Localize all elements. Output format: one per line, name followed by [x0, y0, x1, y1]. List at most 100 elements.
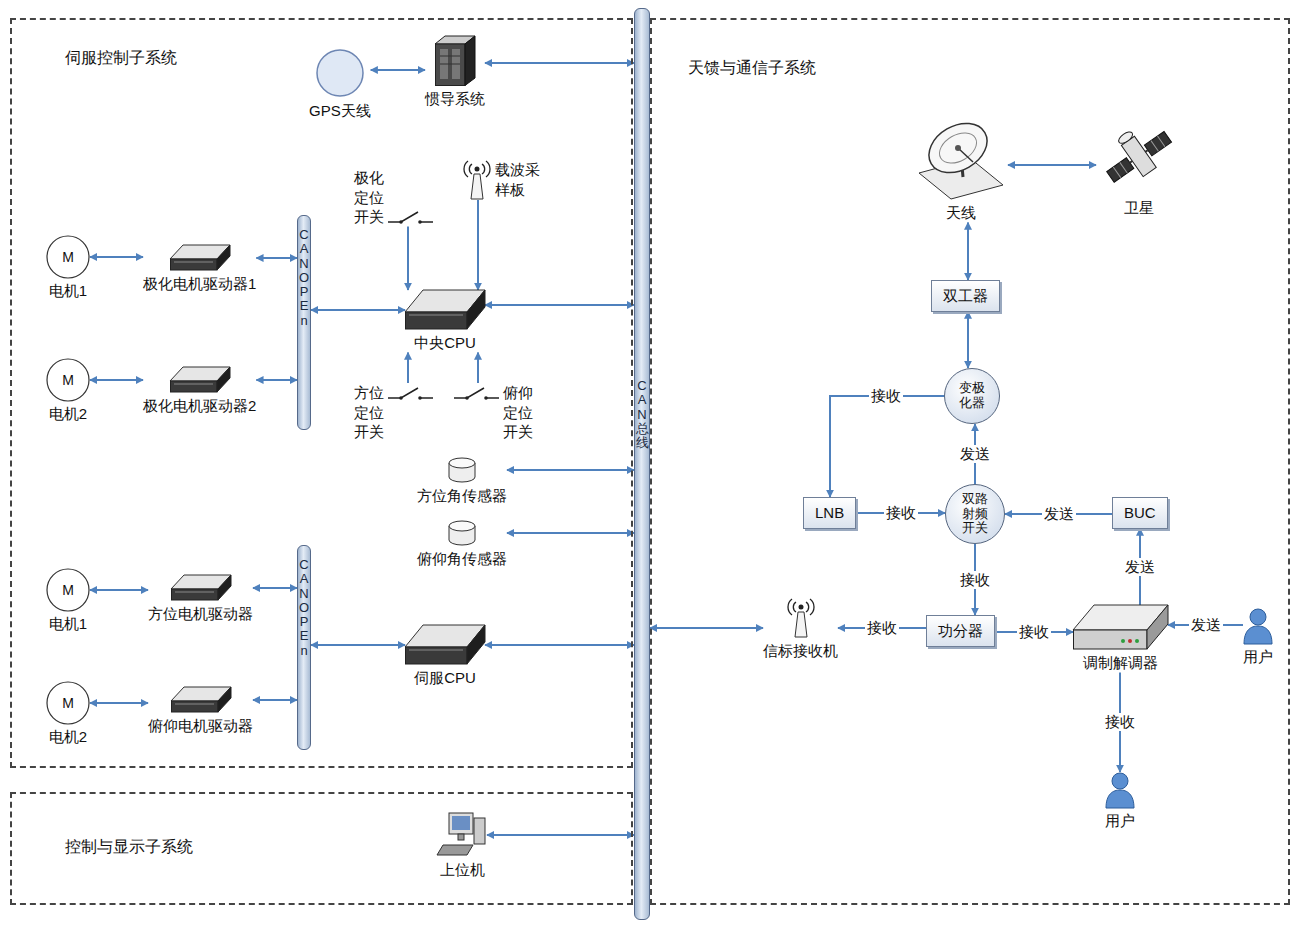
person-icon: [1105, 772, 1135, 808]
node-label: 电机1: [49, 281, 87, 301]
connector-arrow: [256, 257, 297, 259]
icon-part: [217, 245, 230, 270]
icon-part: [464, 161, 490, 177]
device-icon: [170, 245, 230, 271]
icon-part: [788, 599, 814, 615]
connector-arrow: [967, 312, 969, 369]
user: 用户: [1105, 772, 1135, 831]
node-label: LNB: [815, 503, 844, 523]
icon-part: [795, 612, 807, 637]
connector-arrow: [507, 532, 634, 534]
edge-label: 接收: [865, 619, 899, 637]
node-label: 极化电机驱动器1: [143, 274, 256, 294]
node-label: 俯仰角传感器: [417, 549, 507, 569]
motor: M电机2: [46, 681, 90, 747]
icon-part: [1135, 639, 1139, 643]
icon-part: [1095, 114, 1179, 192]
node-label: 功分器: [938, 621, 983, 641]
icon-part: [467, 290, 485, 329]
icon-part: [465, 396, 469, 400]
carrier-sampling-board: 载波采样板: [464, 160, 540, 200]
motor-driver: 方位电机驱动器: [148, 575, 253, 624]
gps-antenna: GPS天线: [309, 48, 371, 121]
rf-circle: 双路 射频 开关: [945, 484, 1005, 544]
limit-switch: 方位定位开关: [354, 383, 433, 442]
rf-unit: 双工器: [931, 280, 1000, 312]
ant-icon: [788, 598, 814, 638]
bus-label: CANOPEn: [298, 558, 311, 658]
connector-arrow: [311, 309, 405, 311]
sat-icon: [1096, 120, 1181, 195]
node-label: 变极化器: [959, 381, 985, 411]
icon-part: [47, 682, 89, 724]
icon-part: [934, 127, 982, 170]
ins-unit: 惯导系统: [425, 36, 485, 109]
node-label: 伺服CPU: [414, 668, 476, 688]
dish-icon: [913, 115, 1008, 200]
cpu-unit: 中央CPU: [405, 290, 485, 353]
icon-part: [171, 701, 218, 712]
connector-arrow: [407, 353, 409, 384]
icon-part: [170, 259, 217, 270]
connector-arrow: [407, 227, 409, 291]
connector-arrow: [90, 379, 143, 381]
motor-driver: 俯仰电机驱动器: [148, 687, 253, 736]
motor: M电机2: [46, 358, 90, 424]
connector-arrow: [90, 256, 143, 258]
connector-arrow: [253, 587, 297, 589]
edge-label: 发送: [1042, 505, 1076, 523]
gps-icon: [315, 48, 365, 98]
icon-part: [920, 113, 996, 182]
node-label: 载波采样板: [495, 160, 540, 199]
connector-arrow: [830, 396, 944, 497]
icon-part: [465, 36, 475, 86]
icon-part: [175, 592, 214, 593]
icon-part: [399, 396, 403, 400]
node-label: 电机1: [49, 614, 87, 634]
edge-label: 发送: [1123, 558, 1157, 576]
rf-circle: 变极化器: [944, 368, 1000, 424]
icon-part: [474, 818, 485, 844]
subsystem-region: 伺服控制子系统GPS天线惯导系统极化定位开关载波采样板M电机1极化电机驱动器1C…: [10, 18, 633, 768]
can-bus: CAN总线: [634, 8, 650, 920]
switch-icon: [388, 207, 433, 227]
icon-part: [175, 704, 214, 705]
edge-label: 接收: [1103, 713, 1137, 731]
icon-part: [1113, 167, 1120, 178]
connector-arrow: [256, 379, 297, 381]
node-label: 俯仰电机驱动器: [148, 716, 253, 736]
ant-icon: [464, 160, 490, 200]
motor-symbol: M: [46, 568, 90, 612]
node-label: 天线: [946, 203, 976, 223]
node-label: 调制解调器: [1083, 653, 1158, 673]
node-label: 方位定位开关: [354, 383, 384, 442]
icon-part: [1106, 790, 1134, 808]
region-title: 控制与显示子系统: [65, 837, 193, 858]
icon-part: [958, 148, 973, 162]
motor-symbol: M: [46, 681, 90, 725]
icon-part: [418, 396, 422, 400]
icon-part: [409, 650, 463, 651]
edge-label: 接收: [869, 387, 903, 405]
node-label: 上位机: [440, 860, 485, 880]
icon-part: [1244, 626, 1272, 644]
node-label: 用户: [1243, 647, 1273, 667]
canopen-bus: CANOPEn: [297, 215, 311, 430]
region-title: 天馈与通信子系统: [688, 58, 816, 79]
node-label: 中央CPU: [414, 333, 476, 353]
node-label: 俯仰定位开关: [503, 383, 533, 442]
region-title: 伺服控制子系统: [65, 48, 177, 69]
node-label: 极化定位开关: [354, 168, 384, 227]
icon-part: [437, 845, 473, 855]
icon-part: [47, 236, 89, 278]
edge-label: 接收: [884, 504, 918, 522]
icon-part: [1107, 158, 1134, 182]
node-label: 电机2: [49, 404, 87, 424]
icon-part: [1120, 162, 1127, 173]
connector-arrow: [485, 644, 634, 646]
icon-part: [471, 174, 483, 199]
switch-icon: [388, 383, 433, 403]
motor-driver: 极化电机驱动器2: [143, 367, 256, 416]
icon-part: [1147, 605, 1168, 649]
